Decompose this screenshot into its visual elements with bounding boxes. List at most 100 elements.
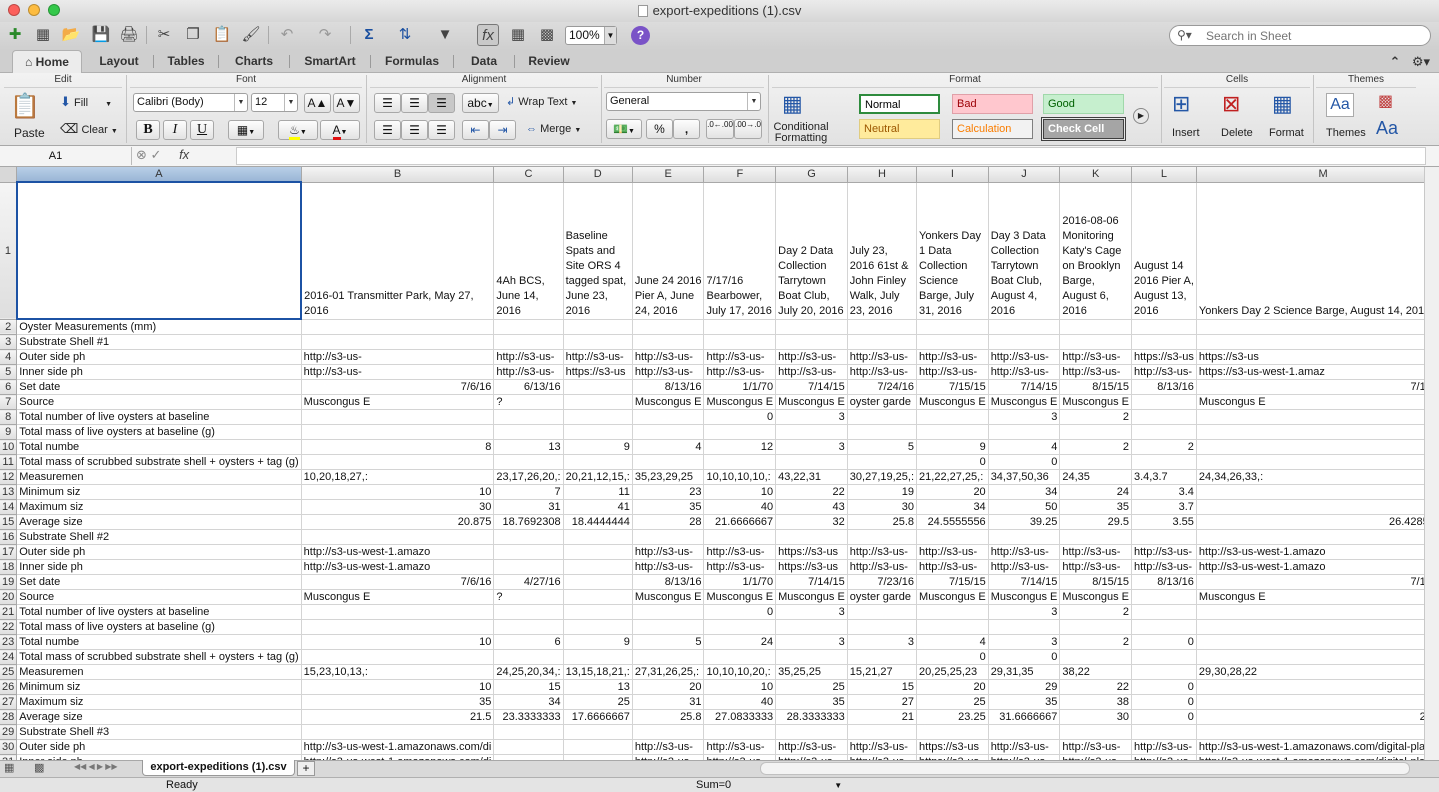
- cell-h19[interactable]: 7/23/16: [847, 574, 918, 590]
- cell-e27[interactable]: 31: [632, 694, 705, 710]
- format-painter-icon[interactable]: 🖌: [241, 26, 261, 43]
- cell-m23[interactable]: 4: [1196, 634, 1424, 650]
- number-format-select[interactable]: General▼: [606, 92, 761, 111]
- cell-b3[interactable]: [301, 334, 495, 350]
- style-neutral[interactable]: Neutral: [859, 119, 940, 139]
- cell-l17[interactable]: http://s3-us-: [1131, 544, 1197, 560]
- cell-l4[interactable]: https://s3-us: [1131, 349, 1197, 365]
- accounting-format-button[interactable]: 💵▼: [606, 119, 642, 139]
- cell-f22[interactable]: [703, 619, 777, 635]
- cell-c13[interactable]: 7: [493, 484, 564, 500]
- cell-e29[interactable]: [632, 724, 705, 740]
- cell-m25[interactable]: 29,30,28,22: [1196, 664, 1424, 680]
- cell-m22[interactable]: [1196, 619, 1424, 635]
- cell-m1[interactable]: Yonkers Day 2 Science Barge, August 14, …: [1196, 182, 1424, 320]
- cell-k11[interactable]: [1059, 454, 1132, 470]
- cell-k8[interactable]: 2: [1059, 409, 1132, 425]
- cell-k27[interactable]: 38: [1059, 694, 1132, 710]
- cell-j16[interactable]: [988, 529, 1061, 545]
- cell-d14[interactable]: 41: [563, 499, 633, 515]
- cell-g13[interactable]: 22: [775, 484, 848, 500]
- cell-e9[interactable]: [632, 424, 705, 440]
- search-input[interactable]: [1206, 28, 1421, 43]
- formula-input[interactable]: [236, 147, 1426, 165]
- cell-j5[interactable]: http://s3-us-: [988, 364, 1061, 380]
- cell-e16[interactable]: [632, 529, 705, 545]
- cell-c24[interactable]: [493, 649, 564, 665]
- cell-h6[interactable]: 7/24/16: [847, 379, 918, 395]
- formula-builder-icon[interactable]: fx: [477, 24, 499, 46]
- cell-j24[interactable]: 0: [988, 649, 1061, 665]
- cell-h9[interactable]: [847, 424, 918, 440]
- cell-c4[interactable]: http://s3-us-: [493, 349, 564, 365]
- cell-h18[interactable]: http://s3-us-: [847, 559, 918, 575]
- cell-f7[interactable]: Muscongus E: [703, 394, 777, 410]
- cell-k20[interactable]: Muscongus E: [1059, 589, 1132, 605]
- cell-d19[interactable]: [563, 574, 633, 590]
- cell-f6[interactable]: 1/1/70: [703, 379, 777, 395]
- cell-k17[interactable]: http://s3-us-: [1059, 544, 1132, 560]
- page-layout-view-icon[interactable]: ▩: [34, 762, 45, 774]
- cell-h22[interactable]: [847, 619, 918, 635]
- cell-a18[interactable]: Inner side ph: [16, 559, 302, 575]
- row-header[interactable]: 9: [0, 424, 18, 440]
- cell-f24[interactable]: [703, 649, 777, 665]
- cancel-icon[interactable]: ⊗: [136, 147, 147, 162]
- style-bad[interactable]: Bad: [952, 94, 1033, 114]
- cell-l18[interactable]: http://s3-us-: [1131, 559, 1197, 575]
- row-header[interactable]: 4: [0, 349, 18, 365]
- cell-l8[interactable]: [1131, 409, 1197, 425]
- row-header[interactable]: 10: [0, 439, 18, 455]
- cell-l27[interactable]: 0: [1131, 694, 1197, 710]
- cell-b17[interactable]: http://s3-us-west-1.amazo: [301, 544, 495, 560]
- cell-f26[interactable]: 10: [703, 679, 777, 695]
- cell-b20[interactable]: Muscongus E: [301, 589, 495, 605]
- cell-a4[interactable]: Outer side ph: [16, 349, 302, 365]
- cell-g27[interactable]: 35: [775, 694, 848, 710]
- styles-more-icon[interactable]: ▶: [1133, 108, 1149, 124]
- row-header[interactable]: 29: [0, 724, 18, 740]
- cell-l30[interactable]: http://s3-us-: [1131, 739, 1197, 755]
- undo-icon[interactable]: ↶: [280, 26, 294, 43]
- cell-j19[interactable]: 7/14/15: [988, 574, 1061, 590]
- cell-b4[interactable]: http://s3-us-: [301, 349, 495, 365]
- cell-m16[interactable]: [1196, 529, 1424, 545]
- new-workbook-icon[interactable]: ✚: [8, 26, 22, 43]
- cell-m15[interactable]: 26.4285714: [1196, 514, 1424, 530]
- cell-d2[interactable]: [563, 319, 633, 335]
- cell-l7[interactable]: [1131, 394, 1197, 410]
- cell-j23[interactable]: 3: [988, 634, 1061, 650]
- cell-d21[interactable]: [563, 604, 633, 620]
- align-right-button[interactable]: ☰: [428, 120, 455, 140]
- cell-c17[interactable]: [493, 544, 564, 560]
- cell-j14[interactable]: 50: [988, 499, 1061, 515]
- cell-b22[interactable]: [301, 619, 495, 635]
- cell-g1[interactable]: Day 2 Data Collection Tarrytown Boat Clu…: [775, 182, 848, 320]
- cell-a19[interactable]: Set date: [16, 574, 302, 590]
- cell-f2[interactable]: [703, 319, 777, 335]
- cell-k25[interactable]: 38,22: [1059, 664, 1132, 680]
- search-box[interactable]: ⚲▾: [1169, 25, 1431, 46]
- cell-g22[interactable]: [775, 619, 848, 635]
- cell-i3[interactable]: [916, 334, 989, 350]
- delete-cells-icon[interactable]: ⊠: [1222, 91, 1241, 116]
- cell-i17[interactable]: http://s3-us-: [916, 544, 989, 560]
- cell-l29[interactable]: [1131, 724, 1197, 740]
- cell-j2[interactable]: [988, 319, 1061, 335]
- cell-f3[interactable]: [703, 334, 777, 350]
- cell-a12[interactable]: Measuremen: [16, 469, 302, 485]
- cell-i26[interactable]: 20: [916, 679, 989, 695]
- cell-j17[interactable]: http://s3-us-: [988, 544, 1061, 560]
- cell-i18[interactable]: http://s3-us-: [916, 559, 989, 575]
- column-header-l[interactable]: L: [1131, 167, 1197, 183]
- cell-f12[interactable]: 10,10,10,10,:: [703, 469, 777, 485]
- cell-f27[interactable]: 40: [703, 694, 777, 710]
- cell-f23[interactable]: 24: [703, 634, 777, 650]
- cell-a9[interactable]: Total mass of live oysters at baseline (…: [16, 424, 302, 440]
- row-header[interactable]: 28: [0, 709, 18, 725]
- cell-h20[interactable]: oyster garde: [847, 589, 918, 605]
- cell-k21[interactable]: 2: [1059, 604, 1132, 620]
- cell-m24[interactable]: 0: [1196, 649, 1424, 665]
- cell-a6[interactable]: Set date: [16, 379, 302, 395]
- tab-home[interactable]: ⌂ Home: [12, 50, 82, 74]
